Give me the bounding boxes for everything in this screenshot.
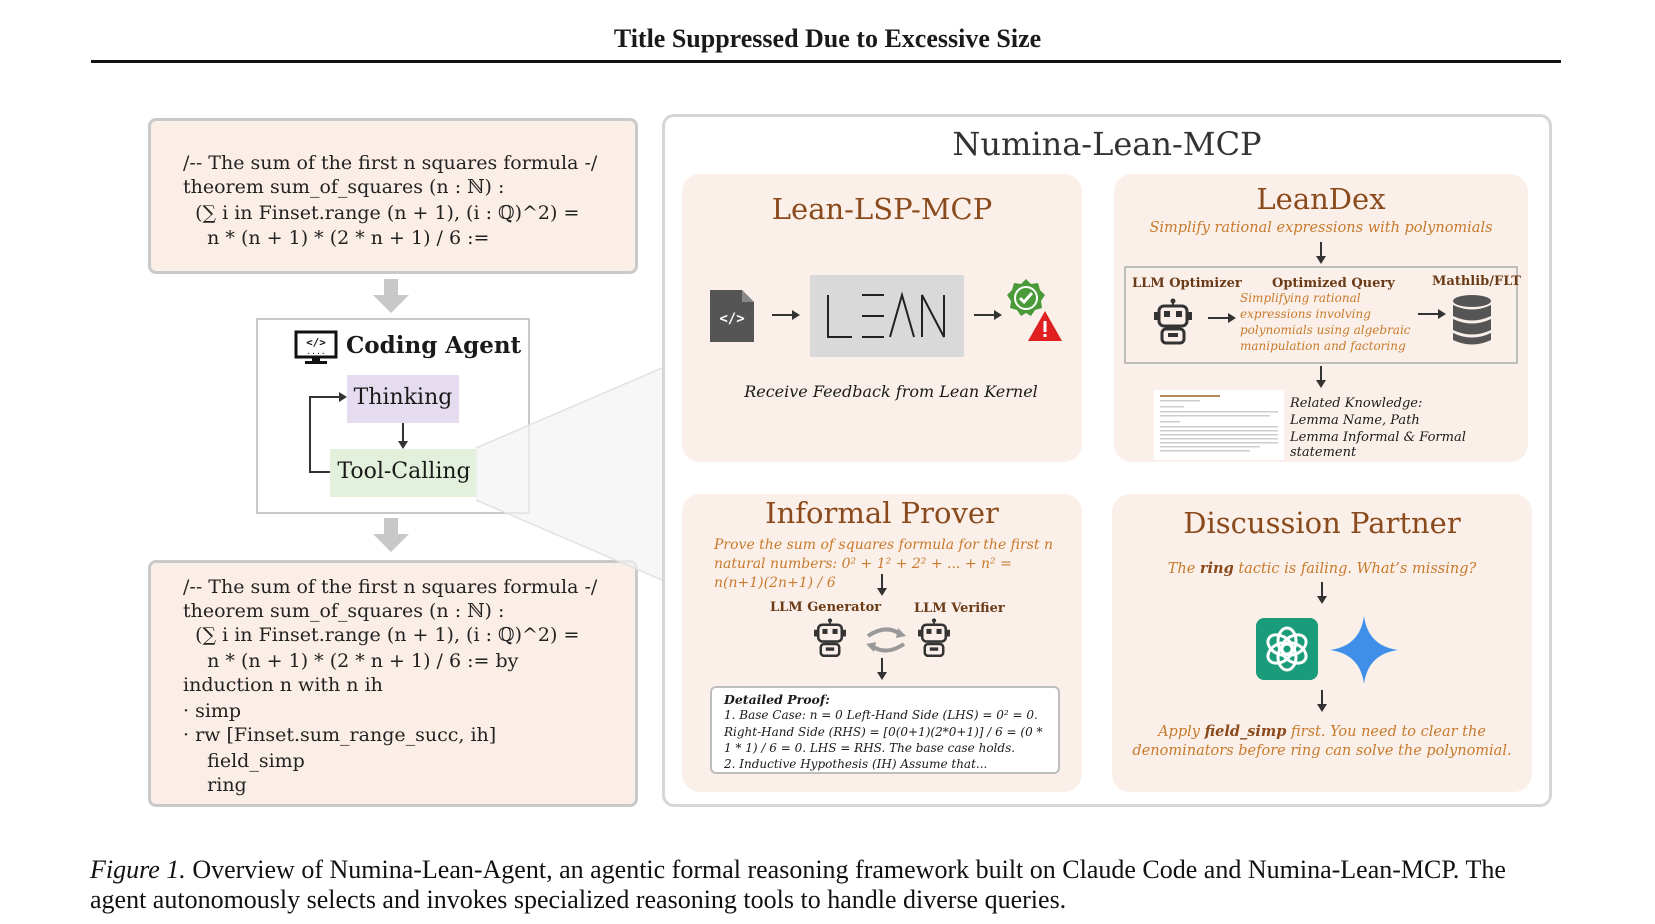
proof-line: 1 * 1) / 6 = 0. LHS = RHS. The base case…: [724, 741, 1016, 755]
tool-calling-box: Tool-Calling: [330, 449, 478, 497]
down-arrow-icon: [373, 518, 409, 552]
robot-icon: [814, 618, 846, 658]
answer-post: first. You need to clear the: [1286, 724, 1486, 740]
code-line: theorem sum_of_squares (n : ℕ) :: [183, 600, 505, 622]
robot-icon: [1154, 298, 1192, 345]
right-arrow-icon: [772, 310, 800, 320]
robot-icon: [918, 618, 950, 658]
document-thumbnail: [1154, 390, 1284, 460]
proof-line: Right-Hand Side (RHS) = [0(0+1)(2*0+1)] …: [724, 725, 1043, 739]
mcp-title: Numina-Lean-MCP: [952, 125, 1262, 163]
tool-calling-label: Tool-Calling: [337, 459, 471, 484]
down-arrow-icon: [877, 658, 887, 680]
related-knowledge-line: Lemma Name, Path: [1290, 413, 1420, 428]
lean-logo: [810, 275, 964, 357]
right-arrow-icon: [1418, 309, 1446, 319]
thinking-label: Thinking: [353, 385, 453, 410]
prover-prompt: Prove the sum of squares formula for the…: [714, 537, 1053, 591]
code-line: /-- The sum of the first n squares formu…: [183, 152, 598, 174]
code-line: n * (n + 1) * (2 * n + 1) / 6 := by: [183, 650, 519, 672]
lean-lsp-mcp-title: Lean-LSP-MCP: [771, 192, 993, 226]
down-arrow-icon: [1316, 242, 1326, 264]
code-line: · simp: [183, 700, 242, 722]
mathlib-label: Mathlib/FLT: [1432, 274, 1521, 289]
optimized-query-text: Simplifying rational expressions involvi…: [1240, 291, 1411, 353]
lean-logo-icon: [827, 291, 945, 338]
monitor-code-icon: </> ....: [294, 330, 338, 364]
llm-generator-label: LLM Generator: [770, 600, 882, 615]
exchange-arrows-icon: [866, 627, 906, 653]
llm-verifier-label: LLM Verifier: [914, 601, 1005, 616]
code-line: theorem sum_of_squares (n : ℕ) :: [183, 176, 505, 198]
answer-bold: field_simp: [1204, 723, 1287, 740]
caption-text: Overview of Numina-Lean-Agent, an agenti…: [90, 855, 1506, 914]
input-code-box: /-- The sum of the first n squares formu…: [148, 118, 638, 274]
detailed-proof-box: Detailed Proof: 1. Base Case: n = 0 Left…: [710, 686, 1060, 774]
page-header-title: Title Suppressed Due to Excessive Size: [613, 24, 1042, 53]
question-pre: The: [1167, 561, 1200, 577]
informal-prover-title: Informal Prover: [765, 496, 999, 530]
code-line: (∑ i in Finset.range (n + 1), (i : ℚ)^2)…: [183, 624, 580, 646]
answer-pre: Apply: [1158, 724, 1205, 740]
right-arrow-icon: [974, 310, 1002, 320]
leandex-query: Simplify rational expressions with polyn…: [1149, 220, 1493, 236]
caption-label: Figure 1.: [90, 855, 186, 884]
gemini-star-icon: [1330, 616, 1398, 684]
coding-agent-title: Coding Agent: [346, 332, 522, 359]
header-rule: [91, 60, 1561, 63]
code-line: (∑ i in Finset.range (n + 1), (i : ℚ)^2)…: [183, 202, 580, 224]
thinking-box: Thinking: [347, 375, 459, 423]
output-code-box: /-- The sum of the first n squares formu…: [148, 560, 638, 807]
question-bold: ring: [1199, 560, 1234, 577]
warning-icon: [1028, 311, 1062, 341]
code-line: field_simp: [183, 750, 305, 772]
leandex-panel: LeanDex Simplify rational expressions wi…: [1114, 174, 1528, 462]
proof-line: 2. Inductive Hypothesis (IH) Assume that…: [724, 757, 988, 771]
code-line: n * (n + 1) * (2 * n + 1) / 6 :=: [183, 227, 490, 249]
code-line: ring: [183, 774, 247, 796]
coding-agent-box: </> .... Coding Agent Thinking Tool-Call…: [256, 318, 530, 514]
down-arrow-icon: [1317, 690, 1327, 712]
code-line: · rw [Finset.sum_range_succ, ih]: [183, 724, 497, 746]
svg-text:</>: </>: [306, 336, 326, 349]
code-file-icon: </>: [710, 290, 754, 342]
check-badge-icon: [1007, 279, 1045, 316]
discussion-partner-panel: Discussion Partner The ring tactic is fa…: [1112, 494, 1532, 792]
down-arrow-icon: [373, 279, 409, 313]
database-icon: [1453, 295, 1491, 345]
down-arrow-icon: [1317, 582, 1327, 604]
lean-feedback-caption: Receive Feedback from Lean Kernel: [744, 382, 1038, 401]
optimized-query-label: Optimized Query: [1272, 276, 1395, 291]
leandex-pipeline-box: LLM Optimizer Optimized Query Simplifyin…: [1124, 266, 1521, 364]
discussion-question: The ring tactic is failing. What’s missi…: [1112, 560, 1532, 577]
down-arrow-icon: [1316, 366, 1326, 388]
discussion-answer: Apply field_simp first. You need to clea…: [1112, 722, 1532, 761]
right-arrow-icon: [1208, 313, 1236, 323]
related-knowledge-line: Lemma Informal & Formal statement: [1290, 430, 1466, 460]
down-arrow-icon: [877, 574, 887, 596]
leandex-title: LeanDex: [1256, 182, 1386, 216]
proof-title: Detailed Proof:: [724, 692, 830, 707]
svg-text:....: ....: [306, 347, 325, 356]
discussion-partner-title: Discussion Partner: [1183, 506, 1461, 540]
figure-caption: Figure 1. Overview of Numina-Lean-Agent,…: [90, 855, 1562, 915]
informal-prover-panel: Informal Prover Prove the sum of squares…: [682, 494, 1082, 792]
svg-text:</>: </>: [719, 311, 744, 327]
code-line: induction n with n ih: [183, 674, 383, 696]
code-line: /-- The sum of the first n squares formu…: [183, 576, 598, 598]
llm-optimizer-label: LLM Optimizer: [1132, 276, 1242, 291]
proof-line: 1. Base Case: n = 0 Left-Hand Side (LHS)…: [724, 708, 1038, 722]
question-post: tactic is failing. What’s missing?: [1233, 561, 1477, 577]
related-knowledge-label: Related Knowledge:: [1290, 396, 1423, 411]
answer-line2: denominators before ring can solve the p…: [1132, 743, 1512, 759]
agent-loop-arrows: [309, 392, 408, 473]
chatgpt-logo-icon: [1256, 618, 1318, 680]
lean-lsp-mcp-panel: Lean-LSP-MCP </> Receive Feedback from L…: [682, 174, 1082, 462]
